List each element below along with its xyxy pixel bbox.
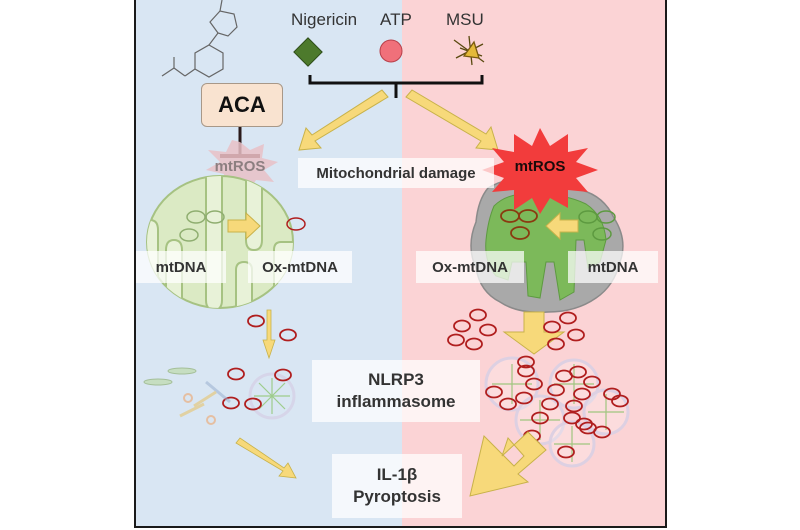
- aca-chemical-structure-icon: [161, 0, 238, 78]
- nigericin-diamond-icon: [293, 37, 323, 67]
- small-inflammasome-left: [248, 372, 296, 420]
- mtdna-label-left: mtDNA: [136, 251, 226, 283]
- thin-arrow-to-outcome-left: [235, 437, 297, 479]
- arrow-mtdna-to-oxmtdna-right: [545, 211, 579, 241]
- diagram-frame: Nigericin ATP MSU ACA mtROS mtROS Mitoch…: [134, 0, 667, 528]
- mtros-label-right: mtROS: [514, 158, 566, 175]
- diagram-art: [143, 0, 630, 497]
- ox-mtdna-label-right: Ox-mtDNA: [416, 251, 524, 283]
- il1b-pyroptosis-label: IL-1β Pyroptosis: [332, 454, 462, 518]
- aca-inhibitor-box: ACA: [201, 83, 283, 127]
- pyroptosis-line: Pyroptosis: [353, 487, 441, 506]
- arrow-mtdna-to-oxmtdna: [227, 211, 261, 241]
- ox-mtdna-released-right: [447, 308, 585, 351]
- ox-mtdna-label-left: Ox-mtDNA: [248, 251, 352, 283]
- inflammasome-line: inflammasome: [336, 392, 456, 411]
- stimuli-bracket: [308, 75, 484, 98]
- mitochondrial-damage-label: Mitochondrial damage: [298, 158, 494, 188]
- mtros-label-left: mtROS: [214, 158, 266, 175]
- stimulus-label-atp: ATP: [380, 10, 412, 29]
- ox-mtdna-released-left: [222, 314, 297, 410]
- nlrp3-line: NLRP3: [368, 370, 424, 389]
- mtdna-label-right: mtDNA: [568, 251, 658, 283]
- atp-circle-icon: [379, 39, 403, 63]
- healthy-mitochondrion: [146, 175, 306, 309]
- il1b-line: IL-1β: [376, 465, 418, 484]
- inflammasome-components-faded: [143, 367, 231, 425]
- arrow-to-right-mito: [405, 89, 499, 151]
- msu-crystal-icon: [453, 35, 485, 66]
- stimulus-label-nigericin: Nigericin: [291, 10, 358, 29]
- mtros-burst-red-icon: [482, 128, 598, 214]
- thin-arrow-down-left: [262, 309, 276, 360]
- nlrp3-inflammasome-label: NLRP3 inflammasome: [312, 360, 480, 422]
- big-arrow-to-outcome-right: [469, 431, 547, 497]
- arrow-to-left-mito: [298, 89, 389, 151]
- stimulus-label-msu: MSU: [446, 10, 484, 29]
